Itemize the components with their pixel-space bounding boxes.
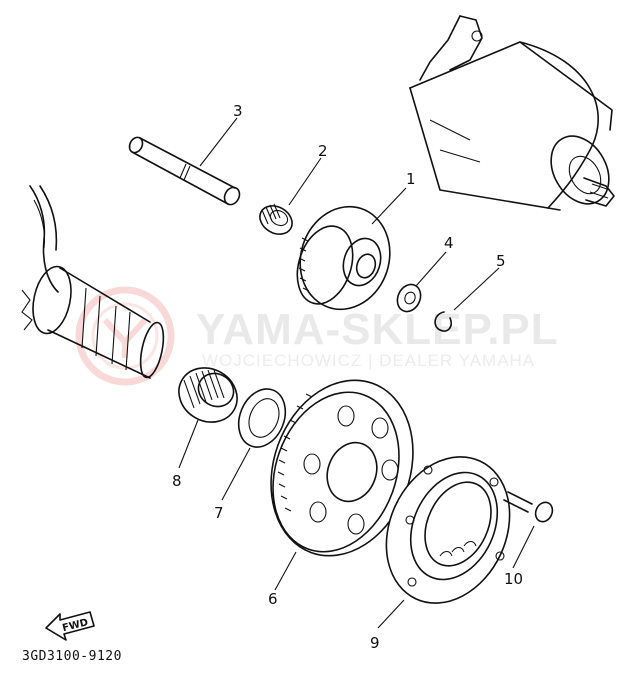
part-1-idler-gear: [296, 187, 407, 311]
callout-6: 6: [268, 590, 278, 608]
watermark-logo: [75, 286, 175, 386]
part-9-one-way-clutch: [377, 456, 511, 629]
part-6-wheel-gear: [270, 379, 414, 591]
part-4-washer: [396, 251, 447, 313]
callout-5: 5: [496, 252, 506, 270]
callout-8: 8: [172, 472, 182, 490]
callout-labels: 1 2 3 4 5 6 7 8 9 10: [172, 102, 523, 652]
part-8-needle-bearing: [178, 367, 238, 469]
callout-1: 1: [406, 170, 416, 188]
part-3-shaft: [128, 117, 241, 206]
watermark-subtitle: WOJCIECHOWICZ | DEALER YAMAHA: [202, 351, 535, 370]
callout-2: 2: [318, 142, 328, 160]
part-2-needle-bearing: [259, 157, 322, 235]
watermark-title: YAMA-SKLEP.PL: [196, 305, 559, 354]
watermark: YAMA-SKLEP.PL WOJCIECHOWICZ | DEALER YAM…: [75, 286, 559, 386]
callout-7: 7: [214, 504, 224, 522]
callout-3: 3: [233, 102, 243, 120]
part-5-circlip: [434, 267, 500, 332]
callout-9: 9: [370, 634, 380, 652]
catalog-code: 3GD3100-9120: [22, 649, 122, 664]
crankshaft: [21, 185, 165, 379]
part-7-washer: [221, 388, 287, 501]
callout-10: 10: [504, 570, 523, 588]
part-10-bolt: [503, 491, 554, 569]
callout-4: 4: [444, 234, 454, 252]
fwd-arrow-icon: FWD: [45, 611, 95, 641]
starter-motor: [409, 15, 615, 211]
